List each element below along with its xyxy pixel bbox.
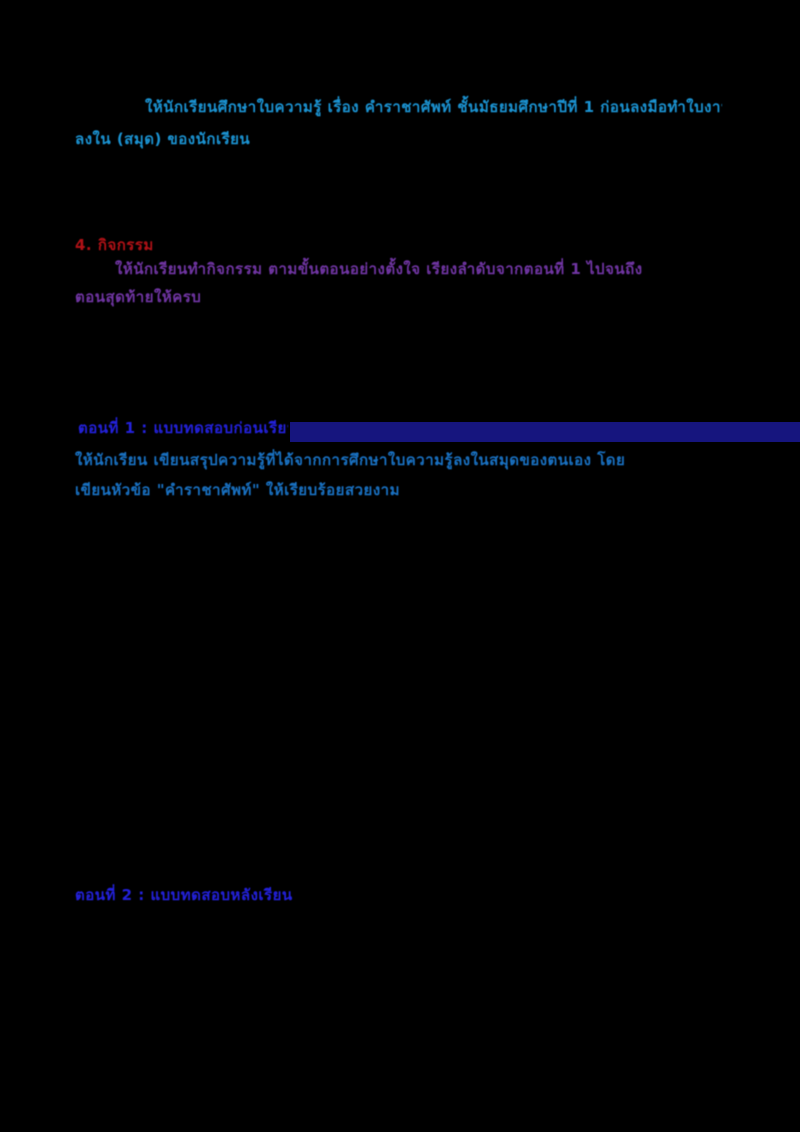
part-1-body-line-2: เขียนหัวข้อ "คำราชาศัพท์" ให้เรียบร้อยสว… [75, 481, 400, 499]
section-4-heading: 4. กิจกรรม [75, 236, 154, 254]
instructions-paragraph-line-2: ตอนสุดท้ายให้ครบ [75, 288, 202, 306]
intro-paragraph-line-2: ลงใน (สมุด) ของนักเรียน [75, 130, 251, 148]
instructions-paragraph-line-1: ให้นักเรียนทำกิจกรรม ตามขั้นตอนอย่างตั้ง… [115, 260, 643, 278]
intro-paragraph-line-1: ให้นักเรียนศึกษาใบความรู้ เรื่อง คำราชาศ… [145, 98, 722, 116]
part-1-body-line-1: ให้นักเรียน เขียนสรุปความรู้ที่ได้จากการ… [75, 451, 626, 469]
part-1-heading: ตอนที่ 1 : แบบทดสอบก่อนเรียน [78, 419, 288, 437]
part-1-heading-background [75, 415, 290, 442]
part-2-heading: ตอนที่ 2 : แบบทดสอบหลังเรียน [75, 886, 293, 904]
